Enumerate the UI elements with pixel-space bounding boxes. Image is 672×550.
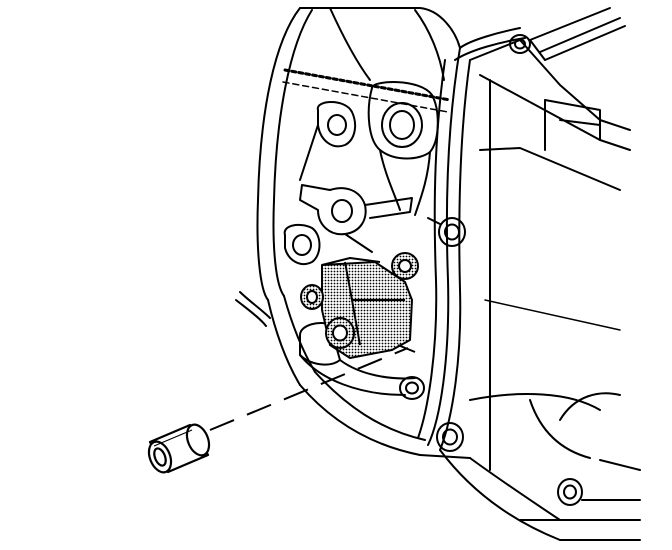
flange-bolt-lower [436,422,464,452]
upper-boss [367,81,439,216]
lower-lug [399,376,425,400]
lower-left-boss [283,223,321,266]
removed-cap [147,423,211,474]
middle-boss [299,184,413,253]
top-right-studs [509,7,626,61]
alignment-line [209,344,416,431]
left-boss [299,101,357,181]
mounting-pad [299,322,416,396]
flange-bolt-bottom-right [557,478,641,506]
sensor-assembly [300,252,419,359]
right-block [417,27,641,541]
bell-housing [235,7,471,459]
flange-bolt-upper [427,217,466,247]
